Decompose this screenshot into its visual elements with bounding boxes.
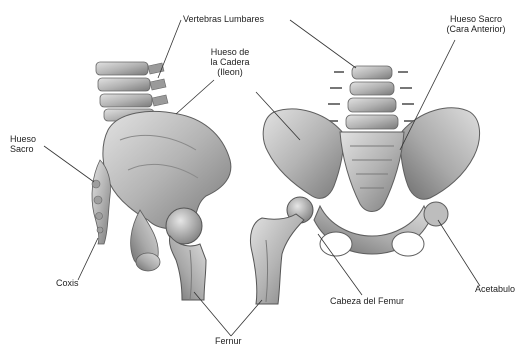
label-hueso-cadera-line2: la Cadera	[204, 57, 256, 67]
label-hueso-cadera-line3: (Ileon)	[204, 67, 256, 77]
anterior-right-ilium	[400, 108, 480, 199]
label-vertebras-lumbares: Vertebras Lumbares	[183, 14, 264, 24]
lateral-ilium	[103, 111, 231, 228]
label-cabeza-del-femur: Cabeza del Femur	[330, 296, 404, 306]
lateral-pelvis-view	[92, 62, 231, 300]
label-acetabulo: Acetabulo	[475, 284, 515, 294]
label-hueso-sacro-anterior-line1: Hueso Sacro	[436, 14, 516, 24]
anterior-sacrum	[340, 132, 404, 212]
label-hueso-sacro-line1: Hueso	[10, 134, 36, 144]
lateral-sacrum-coccyx	[92, 160, 111, 244]
lateral-femur	[166, 208, 206, 300]
label-hueso-sacro-line2: Sacro	[10, 144, 36, 154]
label-hueso-sacro-anterior: Hueso Sacro (Cara Anterior)	[436, 14, 516, 34]
label-fernur: Fernur	[215, 336, 242, 346]
anterior-pelvis-view	[250, 66, 479, 304]
label-hueso-cadera: Hueso de la Cadera (Ileon)	[204, 47, 256, 77]
label-hueso-cadera-line1: Hueso de	[204, 47, 256, 57]
label-hueso-sacro-anterior-line2: (Cara Anterior)	[436, 24, 516, 34]
label-coxis: Coxis	[56, 278, 79, 288]
label-hueso-sacro: Hueso Sacro	[10, 134, 36, 154]
anterior-left-ilium	[263, 109, 344, 198]
anterior-lumbar-vertebrae	[326, 66, 416, 129]
anterior-femur	[250, 197, 313, 304]
